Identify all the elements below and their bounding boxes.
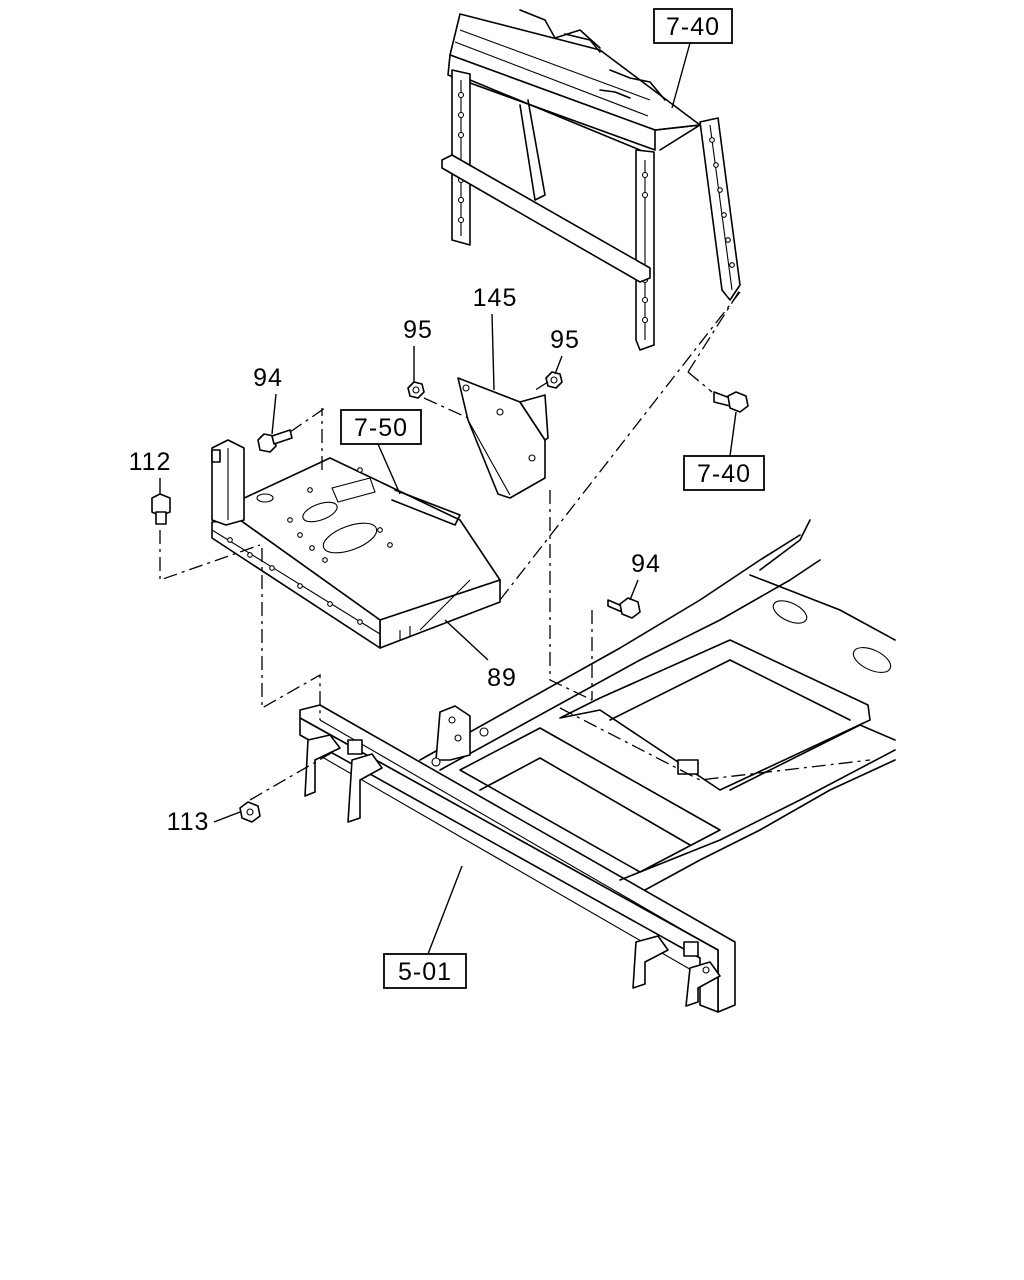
svg-text:5-01: 5-01	[398, 958, 452, 986]
callout-740-top: 7-40	[653, 8, 733, 109]
callout-145: 145	[473, 284, 518, 391]
chassis-frame	[299, 519, 896, 1013]
svg-text:7-40: 7-40	[697, 460, 751, 488]
callout-501: 5-01	[383, 865, 467, 989]
callout-94-right: 94	[629, 550, 661, 601]
svg-text:7-40: 7-40	[666, 13, 720, 41]
bolt-94-left	[257, 429, 293, 453]
callout-750: 7-50	[340, 409, 422, 495]
bolt-94-right	[607, 597, 641, 619]
svg-text:113: 113	[167, 808, 210, 836]
svg-text:89: 89	[487, 664, 517, 692]
svg-text:112: 112	[129, 448, 172, 476]
bracket-145	[457, 377, 549, 499]
callout-94-left: 94	[253, 364, 283, 435]
callout-112: 112	[129, 448, 172, 494]
callout-113: 113	[167, 808, 241, 836]
bolt-740	[713, 391, 749, 413]
callout-89: 89	[444, 619, 517, 692]
nut-95-right	[545, 371, 563, 389]
svg-text:145: 145	[473, 284, 518, 312]
alignment-lines	[159, 289, 871, 801]
rear-frame-assembly	[441, 9, 741, 351]
svg-text:7-50: 7-50	[354, 414, 408, 442]
callout-740-mid: 7-40	[683, 411, 765, 491]
bolt-112	[151, 493, 171, 525]
callout-95-left: 95	[403, 316, 433, 382]
nut-95-left	[407, 381, 425, 399]
svg-text:94: 94	[631, 550, 661, 578]
nut-113	[239, 801, 261, 823]
svg-text:95: 95	[403, 316, 433, 344]
svg-text:94: 94	[253, 364, 283, 392]
mounting-tray-89	[211, 439, 501, 649]
svg-text:95: 95	[550, 326, 580, 354]
callout-95-right: 95	[550, 326, 580, 375]
